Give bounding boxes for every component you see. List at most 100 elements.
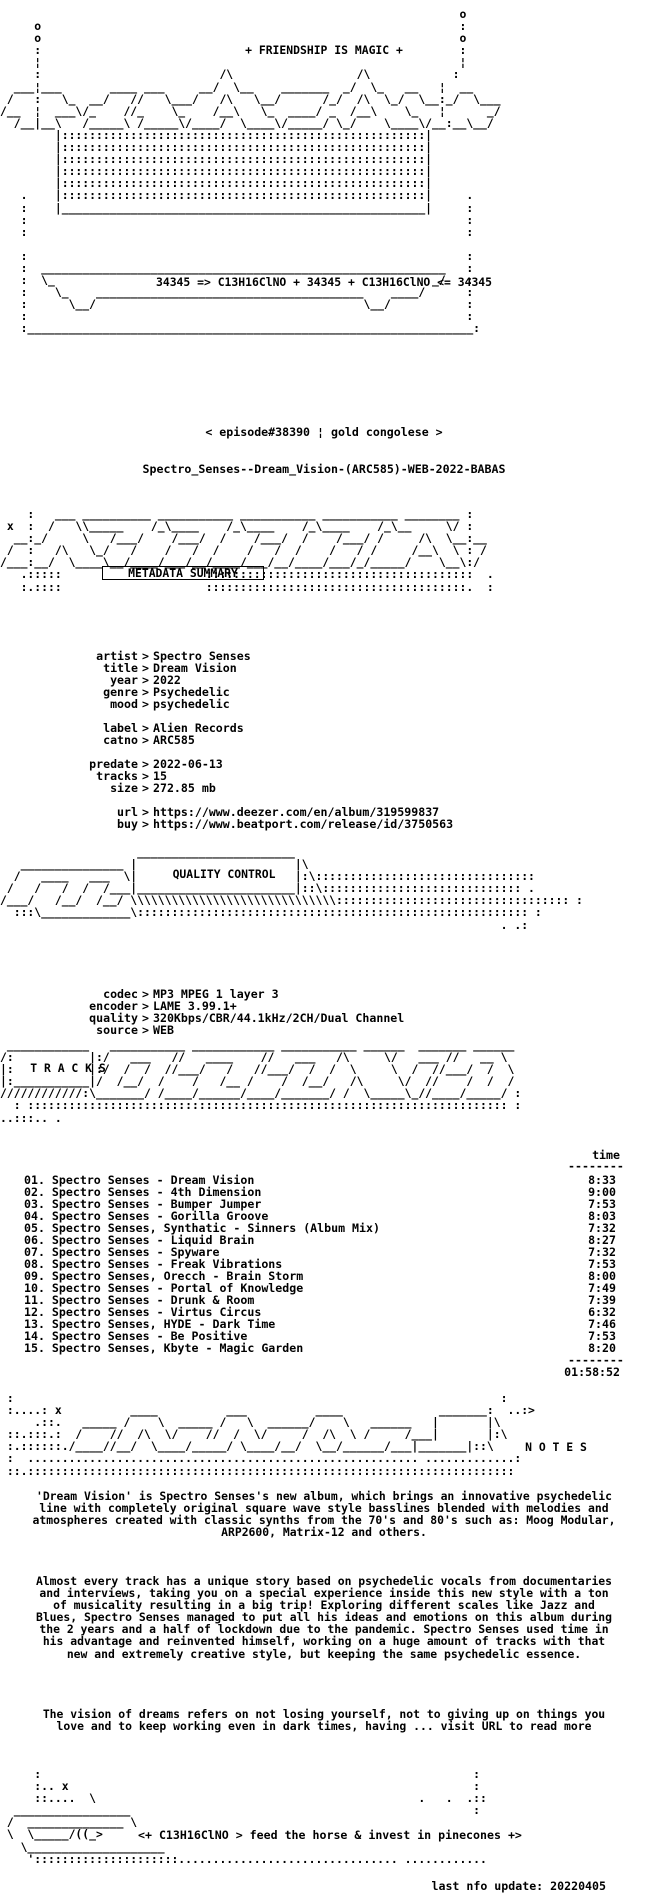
metadata-value[interactable]: https://www.deezer.com/en/album/31959983… bbox=[152, 805, 440, 819]
track-time: 7:32 bbox=[588, 1245, 616, 1259]
separator-glyph: > bbox=[142, 757, 149, 771]
track-row: 12. Spectro Senses - Virtus Circus 6:32 bbox=[24, 1306, 616, 1318]
track-time: 8:00 bbox=[588, 1269, 616, 1283]
header-ascii-art: o o : o o : bbox=[0, 7, 501, 336]
track-row: 05. Spectro Senses, Synthatic - Sinners … bbox=[24, 1222, 616, 1234]
track-row: 01. Spectro Senses - Dream Vision 8:33 bbox=[24, 1174, 616, 1186]
track-time: 6:32 bbox=[588, 1305, 616, 1319]
metadata-value: psychedelic bbox=[152, 697, 230, 711]
track-title: 07. Spectro Senses - Spyware bbox=[24, 1245, 220, 1259]
track-title: 08. Spectro Senses - Freak Vibrations bbox=[24, 1257, 283, 1271]
separator-glyph: > bbox=[142, 721, 149, 735]
separator-glyph: > bbox=[142, 661, 149, 675]
header-tagline: + FRIENDSHIP IS MAGIC + bbox=[245, 43, 403, 57]
metadata-row-artist: artist>Spectro Senses bbox=[78, 650, 453, 662]
metadata-value: 272.85 mb bbox=[152, 781, 216, 795]
track-time: 8:27 bbox=[588, 1233, 616, 1247]
quality-banner-art: _______________________ _______________ … bbox=[0, 845, 583, 932]
episode-line: < episode#38390 ¦ gold congolese > bbox=[205, 425, 443, 439]
metadata-key: genre bbox=[103, 685, 138, 699]
metadata-row-title: title >Dream Vision bbox=[78, 662, 453, 674]
track-row: 04. Spectro Senses - Gorilla Groove 8:03 bbox=[24, 1210, 616, 1222]
track-row: 15. Spectro Senses, Kbyte - Magic Garden… bbox=[24, 1342, 616, 1354]
track-title: 11. Spectro Senses - Drunk & Room bbox=[24, 1293, 255, 1307]
metadata-banner-art: : ___ __________ ___________ ___________… bbox=[0, 507, 494, 594]
footer-art: : : :.. x : ::.... \ . bbox=[6, 1767, 487, 1866]
tracks-banner-art: ____________ ___________ ____________ __… bbox=[0, 1038, 522, 1125]
separator-glyph: > bbox=[142, 649, 149, 663]
metadata-value: Alien Records bbox=[152, 721, 244, 735]
metadata-key: title bbox=[103, 661, 138, 675]
quality-value: WEB bbox=[152, 1023, 174, 1037]
track-title: 14. Spectro Senses - Be Positive bbox=[24, 1329, 248, 1343]
quality-value: LAME 3.99.1+ bbox=[152, 999, 237, 1013]
total-rule: -------- bbox=[568, 1353, 624, 1367]
metadata-value: Dream Vision bbox=[152, 661, 237, 675]
track-row: 06. Spectro Senses - Liquid Brain 8:27 bbox=[24, 1234, 616, 1246]
track-title: 03. Spectro Senses - Bumper Jumper bbox=[24, 1197, 262, 1211]
metadata-value: 15 bbox=[152, 769, 167, 783]
separator-glyph: > bbox=[142, 817, 149, 831]
track-time: 8:33 bbox=[588, 1173, 616, 1187]
metadata-row-year: year>2022 bbox=[78, 674, 453, 686]
metadata-row-url: url>https://www.deezer.com/en/album/3195… bbox=[78, 806, 453, 818]
metadata-key: buy bbox=[117, 817, 138, 831]
tracks-title: T R A C K S bbox=[30, 1061, 106, 1075]
separator-glyph: > bbox=[142, 999, 149, 1013]
quality-title: QUALITY CONTROL bbox=[172, 867, 276, 881]
quality-row-encoder: encoder>LAME 3.99.1+ bbox=[78, 1000, 404, 1012]
metadata-key: tracks bbox=[96, 769, 138, 783]
quality-row-source: source>WEB bbox=[78, 1024, 404, 1036]
track-title: 01. Spectro Senses - Dream Vision bbox=[24, 1173, 255, 1187]
metadata-value: 2022 bbox=[152, 673, 181, 687]
quality-key: quality bbox=[89, 1011, 138, 1025]
metadata-row-catno: catno >ARC585 bbox=[78, 734, 453, 746]
separator-glyph: > bbox=[142, 733, 149, 747]
last-update: last nfo update: 20220405 bbox=[431, 1879, 606, 1893]
metadata-key: size bbox=[110, 781, 138, 795]
metadata-row-label: label >Alien Records bbox=[78, 722, 453, 734]
footer-slogan: <+ C13H16ClNO > feed the horse & invest … bbox=[138, 1828, 522, 1842]
notes-title: N O T E S bbox=[525, 1440, 587, 1454]
track-row: 03. Spectro Senses - Bumper Jumper 7:53 bbox=[24, 1198, 616, 1210]
separator-glyph: > bbox=[142, 781, 149, 795]
track-title: 10. Spectro Senses - Portal of Knowledge bbox=[24, 1281, 304, 1295]
metadata-value[interactable]: https://www.beatport.com/release/id/3750… bbox=[152, 817, 454, 831]
metadata-key: label bbox=[103, 721, 138, 735]
quality-row-codec: codec>MP3 MPEG 1 layer 3 bbox=[78, 988, 404, 1000]
separator-glyph: > bbox=[142, 697, 149, 711]
metadata-row-genre: genre>Psychedelic bbox=[78, 686, 453, 698]
metadata-key: year bbox=[110, 673, 138, 687]
track-time: 9:00 bbox=[588, 1185, 616, 1199]
notes-paragraph-1: 'Dream Vision' is Spectro Senses's new a… bbox=[32, 1489, 616, 1540]
quality-key: source bbox=[96, 1023, 138, 1037]
metadata-value: ARC585 bbox=[152, 733, 195, 747]
track-time: 7:53 bbox=[588, 1197, 616, 1211]
metadata-title: METADATA SUMMARY bbox=[102, 566, 264, 580]
track-title: 12. Spectro Senses - Virtus Circus bbox=[24, 1305, 262, 1319]
metadata-key: catno bbox=[103, 733, 138, 747]
metadata-value: Psychedelic bbox=[152, 685, 230, 699]
quality-value: 320Kbps/CBR/44.1kHz/2CH/Dual Channel bbox=[152, 1011, 405, 1025]
metadata-row-mood: mood>psychedelic bbox=[78, 698, 453, 710]
separator-glyph: > bbox=[142, 805, 149, 819]
metadata-row-predate: predate>2022-06-13 bbox=[78, 758, 453, 770]
separator-glyph: > bbox=[142, 769, 149, 783]
track-title: 06. Spectro Senses - Liquid Brain bbox=[24, 1233, 255, 1247]
total-time: 01:58:52 bbox=[564, 1365, 620, 1379]
metadata-key: predate bbox=[89, 757, 138, 771]
metadata-key: artist bbox=[96, 649, 138, 663]
track-time: 7:49 bbox=[588, 1281, 616, 1295]
track-time: 8:03 bbox=[588, 1209, 616, 1223]
metadata-row-tracks: tracks >15 bbox=[78, 770, 453, 782]
quality-row-quality: quality>320Kbps/CBR/44.1kHz/2CH/Dual Cha… bbox=[78, 1012, 404, 1024]
track-title: 04. Spectro Senses - Gorilla Groove bbox=[24, 1209, 269, 1223]
track-title: 05. Spectro Senses, Synthatic - Sinners … bbox=[24, 1221, 380, 1235]
